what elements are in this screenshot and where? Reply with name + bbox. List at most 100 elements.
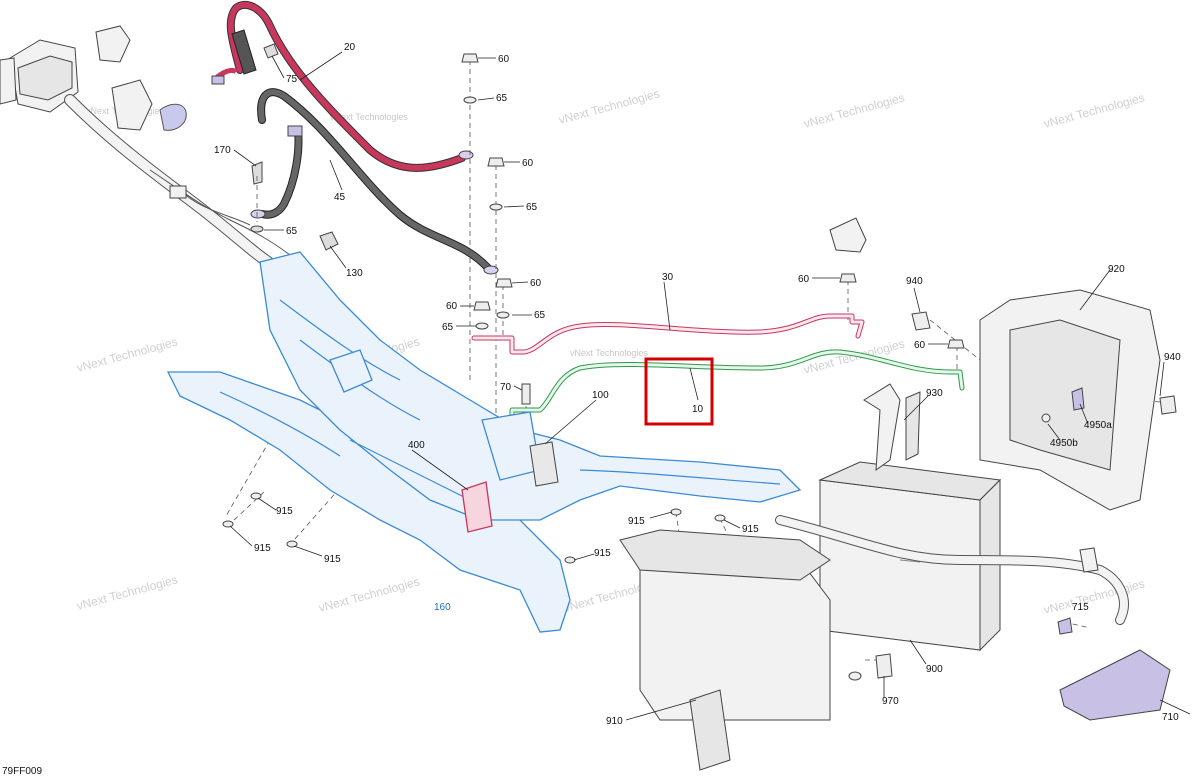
callout-710: 710 xyxy=(1162,712,1179,723)
washer-65 xyxy=(496,311,510,319)
frame-bracket xyxy=(329,349,373,393)
cover-920 xyxy=(979,289,1161,511)
callout-4950a: 4950a xyxy=(1084,420,1112,431)
cable-lug xyxy=(211,75,225,85)
figure-code: 79FF009 xyxy=(2,766,43,777)
push-pin-940 xyxy=(911,311,931,331)
callout-930: 930 xyxy=(926,388,943,399)
callout-60: 60 xyxy=(530,278,542,289)
cable-45-body xyxy=(258,89,491,271)
box-tab xyxy=(689,689,731,771)
callout-60: 60 xyxy=(798,274,810,285)
callout-970: 970 xyxy=(882,696,899,707)
battery-front xyxy=(819,479,981,651)
nut-60 xyxy=(839,273,857,283)
callout-915: 915 xyxy=(594,548,611,559)
nut-970 xyxy=(848,671,862,681)
cable-boot xyxy=(231,29,257,75)
wiring-harness xyxy=(0,25,291,268)
callout-160: 160 xyxy=(434,602,451,613)
harness-connector-face xyxy=(17,55,73,101)
callout-4950b: 4950b xyxy=(1050,438,1078,449)
washer-915 xyxy=(714,514,726,522)
watermark: vNext Technologies xyxy=(75,572,179,612)
washer-915 xyxy=(670,508,682,516)
leader-lines xyxy=(229,51,1191,721)
callout-75: 75 xyxy=(286,74,298,85)
callout-940: 940 xyxy=(906,276,923,287)
washer-915 xyxy=(286,540,298,548)
relay-400 xyxy=(461,481,493,533)
nut-60 xyxy=(473,301,491,311)
cable-45-branch xyxy=(259,127,302,218)
box-body xyxy=(639,559,831,721)
assembly-lines xyxy=(225,60,1161,661)
cable-terminal xyxy=(250,209,266,219)
clip-130 xyxy=(319,231,339,251)
washer-65 xyxy=(463,96,477,104)
callout-915: 915 xyxy=(324,554,341,565)
watermark: vNext Technologies xyxy=(570,348,648,358)
positive-cable-20 xyxy=(211,0,474,172)
nut-60 xyxy=(461,53,479,63)
module-710 xyxy=(1059,649,1171,721)
battery-900 xyxy=(818,461,1002,652)
right-harness xyxy=(775,515,1171,721)
callout-915: 915 xyxy=(742,524,759,535)
watermark: vNext Technologies xyxy=(1042,90,1146,130)
harness-right-bundle xyxy=(776,516,1128,624)
nut-75 xyxy=(263,43,279,59)
washer-4950b xyxy=(1041,413,1051,423)
harness-connector-side xyxy=(0,57,17,105)
fasteners xyxy=(461,53,965,405)
washer-65 xyxy=(475,322,489,330)
cable-clamp xyxy=(287,125,303,137)
cable-terminal xyxy=(483,265,499,275)
callout-940: 940 xyxy=(1164,352,1181,363)
callout-130: 130 xyxy=(346,268,363,279)
strap-body xyxy=(863,383,901,472)
nut-60 xyxy=(495,278,513,288)
callout-900: 900 xyxy=(926,664,943,675)
terminal-cover xyxy=(829,217,867,253)
callout-60: 60 xyxy=(498,54,510,65)
callout-60: 60 xyxy=(446,301,458,312)
callout-100: 100 xyxy=(592,390,609,401)
bolt-170 xyxy=(251,161,263,185)
watermark: vNext Technologies xyxy=(317,574,421,614)
callout-70: 70 xyxy=(500,382,512,393)
negative-cable-45 xyxy=(250,88,499,275)
harness-connector xyxy=(1079,547,1099,573)
callout-60: 60 xyxy=(522,158,534,169)
harness-plug xyxy=(95,25,131,63)
washer-915 xyxy=(222,520,234,528)
relay-100 xyxy=(529,441,559,487)
callout-65: 65 xyxy=(496,93,508,104)
harness-plug xyxy=(111,79,153,131)
cover-inner xyxy=(1009,319,1121,471)
callout-715: 715 xyxy=(1072,602,1089,613)
strap-930 xyxy=(863,383,921,472)
callout-65: 65 xyxy=(526,202,538,213)
watermark: vNext Technologies xyxy=(557,86,661,126)
small-hardware xyxy=(250,43,339,251)
callout-170: 170 xyxy=(214,145,231,156)
cable-30 xyxy=(471,313,865,355)
cable-20-body xyxy=(227,1,465,171)
callout-915: 915 xyxy=(276,506,293,517)
harness-clip xyxy=(169,185,187,199)
callout-920: 920 xyxy=(1108,264,1125,275)
bolt-970 xyxy=(875,653,893,679)
push-pins xyxy=(911,311,1177,415)
washer-915 xyxy=(250,492,262,500)
bolt-70 xyxy=(521,383,531,405)
callout-45: 45 xyxy=(334,192,346,203)
highlight-box xyxy=(644,357,714,426)
battery-box-910 xyxy=(619,529,831,771)
callout-910: 910 xyxy=(606,716,623,727)
strap-side xyxy=(905,391,921,461)
callout-915: 915 xyxy=(628,516,645,527)
watermark: vNext Technologies xyxy=(330,112,408,122)
callout-20: 20 xyxy=(344,42,356,53)
